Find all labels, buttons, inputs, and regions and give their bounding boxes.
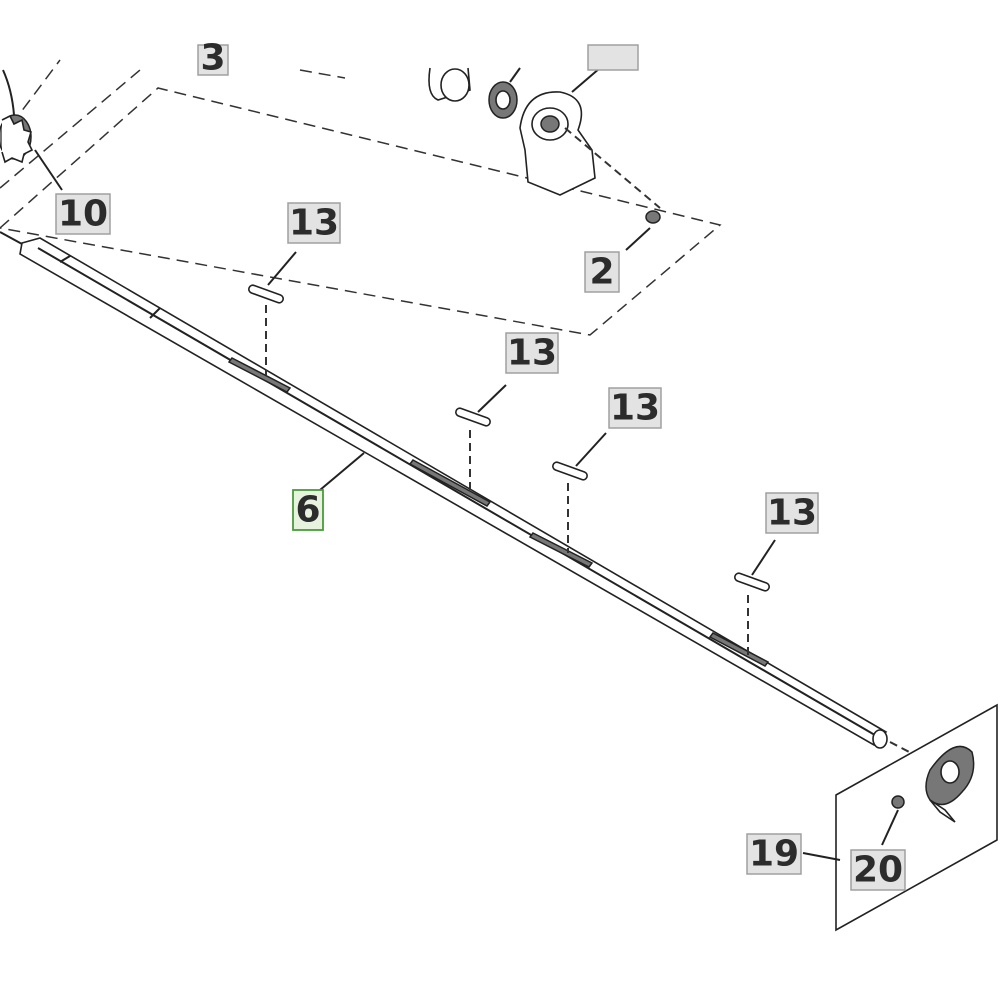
callout-19[interactable]: 19 xyxy=(746,833,802,875)
callout-10[interactable]: 10 xyxy=(55,193,111,235)
leader-lines xyxy=(267,251,841,861)
svg-text:19: 19 xyxy=(749,834,799,875)
svg-text:13: 13 xyxy=(767,493,817,534)
callout-13-d[interactable]: 13 xyxy=(765,492,819,534)
woodruff-keys xyxy=(248,284,770,655)
subassembly-dashed-outline xyxy=(0,59,722,336)
svg-text:20: 20 xyxy=(853,850,903,891)
svg-text:13: 13 xyxy=(507,333,557,374)
callout-20[interactable]: 20 xyxy=(850,849,906,891)
callout-13-b[interactable]: 13 xyxy=(505,332,559,374)
end-fastener-panel xyxy=(835,703,998,932)
svg-text:3: 3 xyxy=(200,38,225,79)
callout-2[interactable]: 2 xyxy=(584,251,620,293)
callout-3[interactable]: 3 xyxy=(197,38,229,79)
main-shaft xyxy=(0,231,916,756)
callout-13-c[interactable]: 13 xyxy=(608,387,662,429)
svg-text:13: 13 xyxy=(610,388,660,429)
bearing-flange-assembly xyxy=(428,67,661,251)
svg-text:10: 10 xyxy=(58,194,108,235)
svg-text:6: 6 xyxy=(295,490,320,531)
callout-3-top-right[interactable] xyxy=(587,44,639,71)
svg-text:13: 13 xyxy=(289,203,339,244)
bevel-gear xyxy=(0,69,63,191)
svg-text:2: 2 xyxy=(589,252,614,293)
callout-6-selected[interactable]: 6 xyxy=(292,489,324,531)
callout-13-a[interactable]: 13 xyxy=(287,202,341,244)
